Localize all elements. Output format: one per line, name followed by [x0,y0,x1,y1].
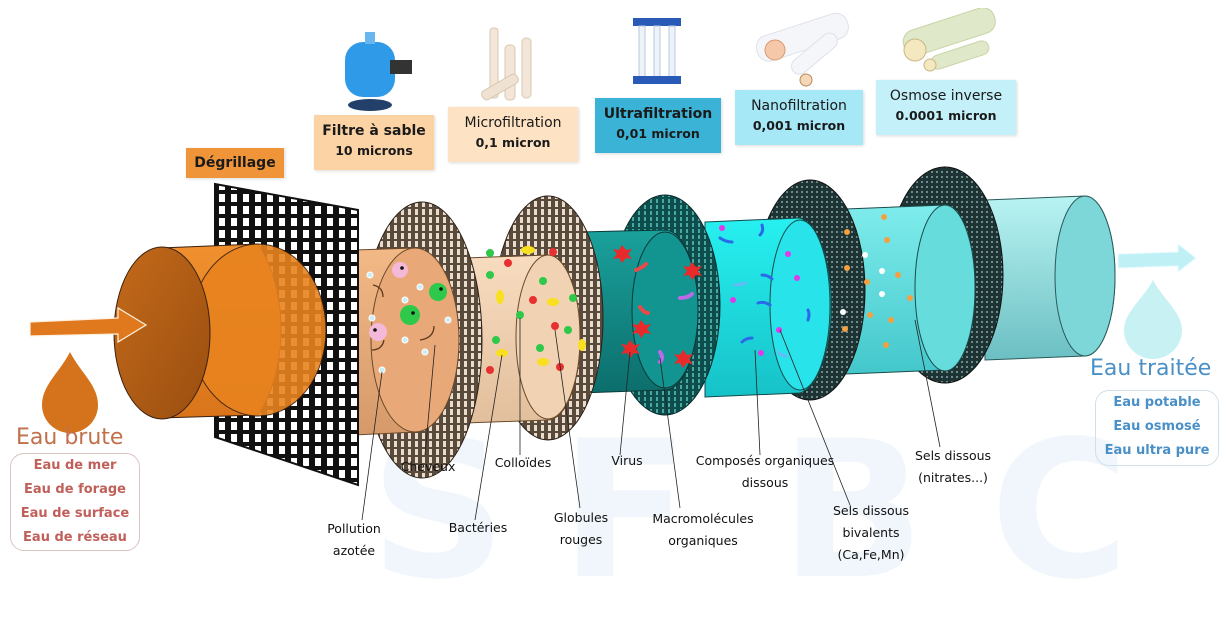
label-line: Globules [553,510,609,525]
output-title: Eau traitée [1090,356,1212,381]
label-line: Colloïdes [494,455,552,470]
leader-lines [361,318,941,521]
input-source-item: Eau de réseau [23,530,127,545]
label-line: organiques [668,533,738,548]
particles-micro [486,246,586,374]
stage-box-ultrafiltration: Ultrafiltration 0,01 micron [595,98,721,153]
label-line: azotée [332,543,376,558]
pipeline-illustration [29,166,1197,521]
stage-name: Filtre à sable [322,123,426,139]
label-line: Macromolécules [652,511,754,526]
stage-name: Nanofiltration [751,98,847,114]
stage-size: 10 microns [335,143,413,158]
stage-box-degrillage: Dégrillage [186,148,284,178]
microfiltration-cylinder [464,254,581,424]
particles-sand [366,262,452,374]
input-water-drop-icon [42,352,98,433]
contaminant-label-sels-bivalents: Sels dissous bivalents (Ca,Fe,Mn) [823,500,919,566]
input-arrow-icon [29,306,148,344]
contaminant-label-composes-organiques: Composés organiques dissous [690,450,840,494]
input-sources-list: Eau de mer Eau de forage Eau de surface … [10,453,140,551]
watermark-b: B [780,400,925,621]
watermark-c: C [990,400,1130,621]
label-line: Virus [611,453,643,468]
watermark-f: F [560,400,690,621]
stage-size: 0,1 micron [475,135,551,150]
stage-box-osmose-inverse: Osmose inverse 0.0001 micron [876,80,1016,135]
contaminant-label-macromolecules: Macromolécules organiques [643,508,763,552]
stage-box-nanofiltration: Nanofiltration 0,001 micron [735,90,863,145]
contaminant-label-globules-rouges: Globules rouges [548,507,614,551]
label-line: (nitrates...) [918,470,988,485]
stage-size: 0,01 micron [616,126,700,141]
output-products-list: Eau potable Eau osmosé Eau ultra pure [1095,390,1219,466]
stage-name: Osmose inverse [889,88,1003,104]
output-water-drop-icon [1124,280,1182,359]
contaminant-label-pollution-azotee: Pollution azotée [318,518,390,562]
raw-water-cylinder [113,243,327,420]
stage-box-filtre-sable: Filtre à sable 10 microns [314,115,434,170]
input-source-item: Eau de forage [24,482,126,497]
contaminant-label-virus: Virus [604,450,650,472]
ultrafiltration-cylinder [579,229,699,394]
label-line: Sels dissous [914,448,992,463]
label-line: dissous [741,475,789,490]
contaminant-label-bacteries: Bactéries [445,517,511,539]
stage-name: Ultrafiltration [603,106,713,122]
reverse-osmosis-membranes-image [902,8,996,72]
filtration-diagram: S F B C [10,8,1219,621]
contaminant-label-colloides: Colloïdes [490,452,556,474]
ultrafiltration-module-image [633,18,681,84]
particles-ultra [613,245,702,368]
label-line: Bactéries [448,520,508,535]
input-title: Eau brute [16,425,124,450]
stage-box-microfiltration: Microfiltration 0,1 micron [448,107,578,162]
label-line: Composés organiques [695,453,835,468]
label-line: (Ca,Fe,Mn) [837,547,905,562]
label-line: rouges [559,532,603,547]
label-line: bivalents [842,525,900,540]
stage-name: Microfiltration [464,115,562,131]
contaminant-label-cheveux: Cheveux [395,456,461,478]
label-line: Sels dissous [832,503,910,518]
nanofiltration-cylinder [704,217,832,398]
input-source-item: Eau de surface [20,506,130,521]
contaminant-label-sels-nitrates: Sels dissous (nitrates...) [905,445,1001,489]
label-line: Pollution [327,521,381,536]
nanofiltration-membranes-image [755,12,849,87]
output-arrow-icon [1117,242,1197,274]
output-product-item: Eau osmosé [1113,419,1201,434]
stage-name: Dégrillage [194,155,276,171]
label-line: Cheveux [400,459,456,474]
particles-osmose [840,214,913,348]
final-cylinder [984,195,1116,361]
stage-size: 0,001 micron [752,118,846,133]
input-source-item: Eau de mer [33,458,117,473]
output-product-item: Eau potable [1113,395,1201,410]
stage-size: 0.0001 micron [895,108,997,123]
microfiltration-cartridges-image [481,27,532,101]
sand-filter-image [345,32,412,111]
output-product-item: Eau ultra pure [1104,443,1210,458]
